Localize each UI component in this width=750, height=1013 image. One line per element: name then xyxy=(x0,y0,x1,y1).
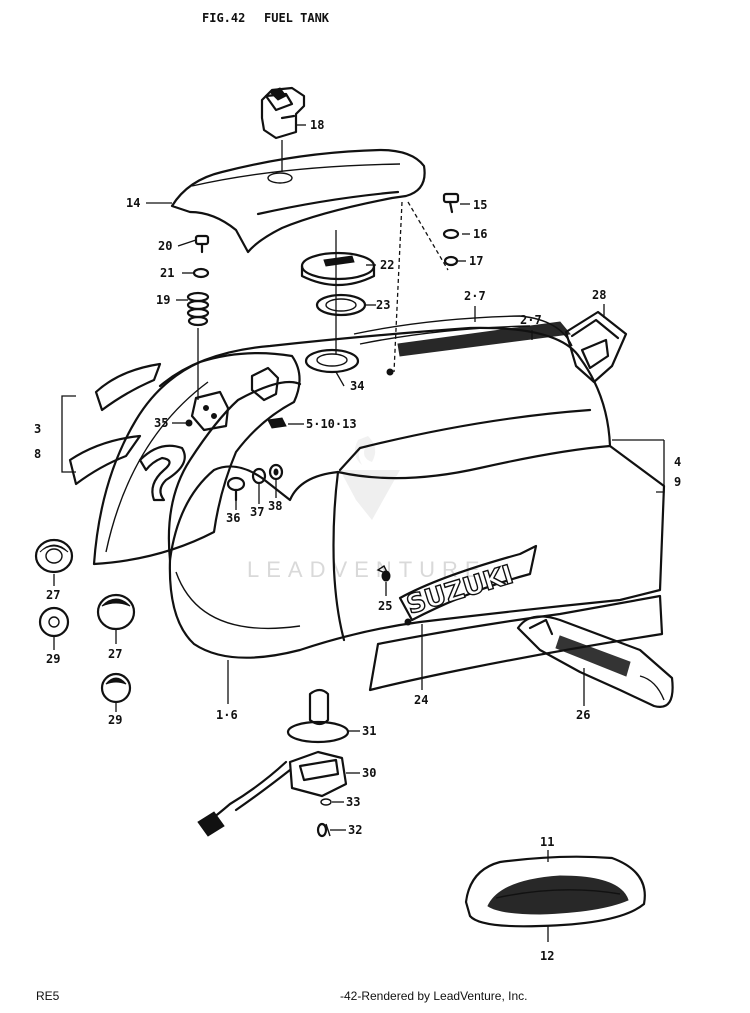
part-5-10-13-clip xyxy=(267,417,287,429)
part-18-cap-lock xyxy=(260,86,306,172)
callout-16: 16 xyxy=(473,227,487,241)
part-25-screw xyxy=(376,564,391,582)
callout-12: 12 xyxy=(540,949,554,963)
callout-4: 4 xyxy=(674,455,681,469)
part-36-bolt xyxy=(226,476,246,502)
callout-34: 34 xyxy=(350,379,364,393)
callout-33: 33 xyxy=(346,795,360,809)
part-16-washer xyxy=(442,228,460,240)
callout-2-7-a: 2·7 xyxy=(464,289,486,303)
callout-31: 31 xyxy=(362,724,376,738)
callout-21: 21 xyxy=(160,266,174,280)
callout-labels: 18 14 15 16 17 20 21 22 19 23 2·7 2·7 28… xyxy=(34,118,681,963)
part-27-cushion-a xyxy=(34,538,74,574)
callout-8: 8 xyxy=(34,447,41,461)
callout-36: 36 xyxy=(226,511,240,525)
footer-model-code: RE5 xyxy=(36,989,60,1003)
callout-29-b: 29 xyxy=(108,713,122,727)
part-27-cushion-b xyxy=(96,593,136,631)
part-29-cushion-b xyxy=(100,672,132,704)
callout-23: 23 xyxy=(376,298,390,312)
leader-lines xyxy=(53,124,665,831)
callout-37: 37 xyxy=(250,505,264,519)
part-38-washer xyxy=(268,463,284,481)
callout-24: 24 xyxy=(414,693,428,707)
callout-38: 38 xyxy=(268,499,282,513)
part-17-nut xyxy=(443,255,459,267)
part-28-emblem-bracket xyxy=(564,310,628,384)
callout-26: 26 xyxy=(576,708,590,722)
part-32-screw xyxy=(316,822,331,838)
fuel-tank-body xyxy=(158,315,666,692)
part-34-filler-neck xyxy=(304,230,360,374)
callout-30: 30 xyxy=(362,766,376,780)
leadventure-watermark xyxy=(340,436,400,520)
callout-28: 28 xyxy=(592,288,606,302)
part-35-bracket xyxy=(185,366,280,432)
callout-14: 14 xyxy=(126,196,140,210)
callout-25: 25 xyxy=(378,599,392,613)
part-3-8-side-stripes xyxy=(68,352,301,566)
callout-15: 15 xyxy=(473,198,487,212)
callout-27-b: 27 xyxy=(108,647,122,661)
part-26-tank-rubber xyxy=(516,615,674,708)
part-37-grommet xyxy=(251,467,267,485)
part-21-washer xyxy=(192,267,210,279)
part-19-spring xyxy=(186,291,210,400)
part-11-12-side-badge xyxy=(464,850,646,942)
callout-3: 3 xyxy=(34,422,41,436)
callout-20: 20 xyxy=(158,239,172,253)
part-23-cap-gasket xyxy=(315,293,367,317)
part-31-fuel-cock-gasket xyxy=(286,688,350,744)
figure-title: FUEL TANK xyxy=(264,11,330,25)
part-15-bolt xyxy=(442,192,460,214)
callout-18: 18 xyxy=(310,118,324,132)
part-22-fuel-cap xyxy=(300,251,376,286)
part-20-screw xyxy=(194,234,210,254)
footer-page-credit: -42-Rendered by LeadVenture, Inc. xyxy=(340,989,527,1003)
callout-29-a: 29 xyxy=(46,652,60,666)
callout-11: 11 xyxy=(540,835,554,849)
callout-2-7-b: 2·7 xyxy=(520,313,542,327)
part-14-tank-cover xyxy=(170,148,426,254)
part-30-fuel-cock xyxy=(197,750,348,837)
part-33-washer xyxy=(320,798,332,806)
callout-1-6: 1·6 xyxy=(216,708,238,722)
callout-35: 35 xyxy=(154,416,168,430)
part-29-cushion-a xyxy=(38,606,70,638)
callout-9: 9 xyxy=(674,475,681,489)
callout-32: 32 xyxy=(348,823,362,837)
callout-5-10-13: 5·10·13 xyxy=(306,417,357,431)
callout-27-a: 27 xyxy=(46,588,60,602)
callout-19: 19 xyxy=(156,293,170,307)
callout-22: 22 xyxy=(380,258,394,272)
callout-17: 17 xyxy=(469,254,483,268)
watermark-text: LEADVENTURE xyxy=(247,557,487,582)
figure-number: FIG.42 xyxy=(202,11,245,25)
